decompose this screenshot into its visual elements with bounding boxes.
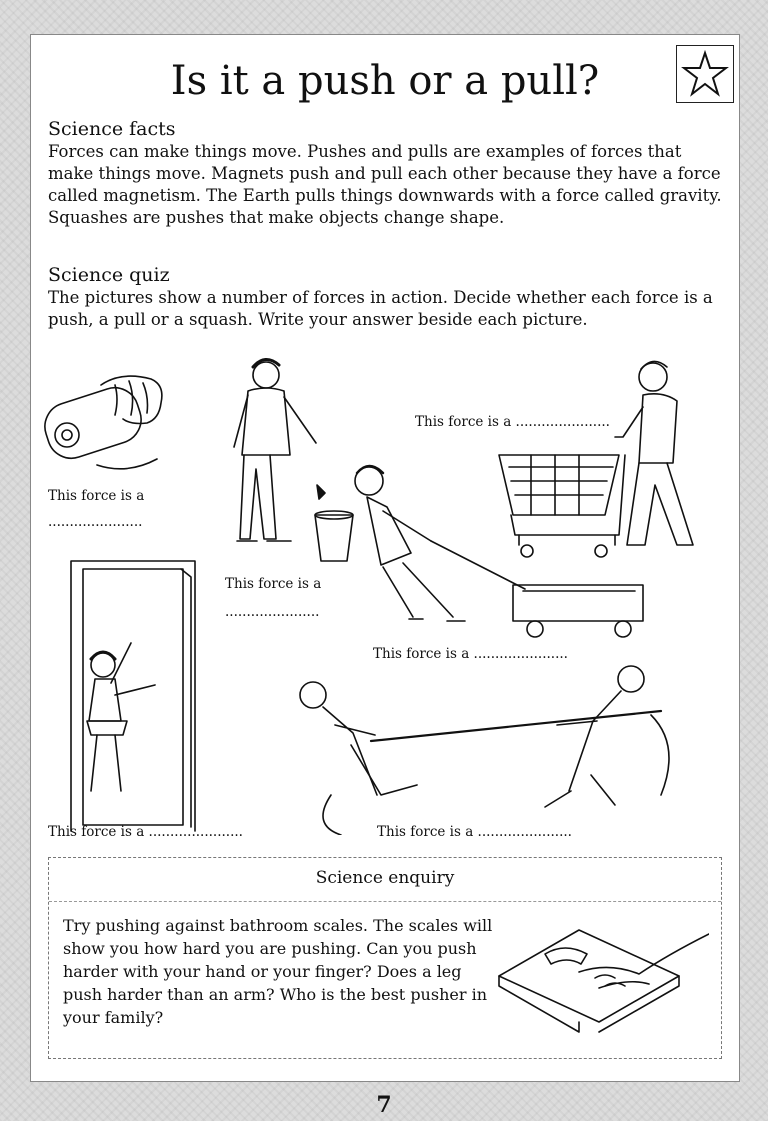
caption-tug[interactable]: This force is a ...................... xyxy=(377,824,572,840)
science-enquiry-box: Science enquiry Try pushing against bath… xyxy=(48,857,722,1059)
bucket-icon xyxy=(314,484,354,562)
page-title: Is it a push or a pull? xyxy=(170,58,600,104)
tug-of-war-icon xyxy=(299,665,670,835)
answer-can-dots[interactable]: ...................... xyxy=(48,514,143,530)
enquiry-text: Try pushing against bathroom scales. The… xyxy=(63,916,493,1027)
caption-door[interactable]: This force is a ...................... xyxy=(48,824,243,840)
enquiry-heading: Science enquiry xyxy=(315,868,455,888)
illustration-scene xyxy=(44,358,694,835)
door-icon xyxy=(70,560,196,832)
caption-throw: This force is a xyxy=(225,576,322,592)
quiz-text: The pictures show a number of forces in … xyxy=(48,288,713,329)
caption-trolley[interactable]: This force is a ...................... xyxy=(415,414,610,430)
worksheet-page: Is it a push or a pull? Science facts Fo… xyxy=(30,34,740,1082)
pulling-girl-icon xyxy=(354,464,466,622)
girl-pushing-door-icon xyxy=(86,642,156,792)
caption-can: This force is a xyxy=(48,488,145,504)
facts-heading: Science facts xyxy=(48,118,176,140)
can-icon xyxy=(44,375,163,470)
star-icon xyxy=(681,50,729,97)
throwing-boy-icon xyxy=(233,358,317,542)
wagon-icon xyxy=(430,540,644,638)
quiz-heading: Science quiz xyxy=(48,264,170,286)
star-badge xyxy=(676,45,734,103)
caption-cart[interactable]: This force is a ...................... xyxy=(373,646,568,662)
page-number: 7 xyxy=(376,1092,392,1118)
answer-throw-dots[interactable]: ...................... xyxy=(225,604,320,620)
enquiry-divider xyxy=(49,901,721,902)
shopping-trolley-icon xyxy=(498,454,626,558)
pushing-man-icon xyxy=(614,360,694,546)
facts-text: Forces can make things move. Pushes and … xyxy=(48,142,722,227)
bathroom-scales-icon xyxy=(498,929,709,1033)
